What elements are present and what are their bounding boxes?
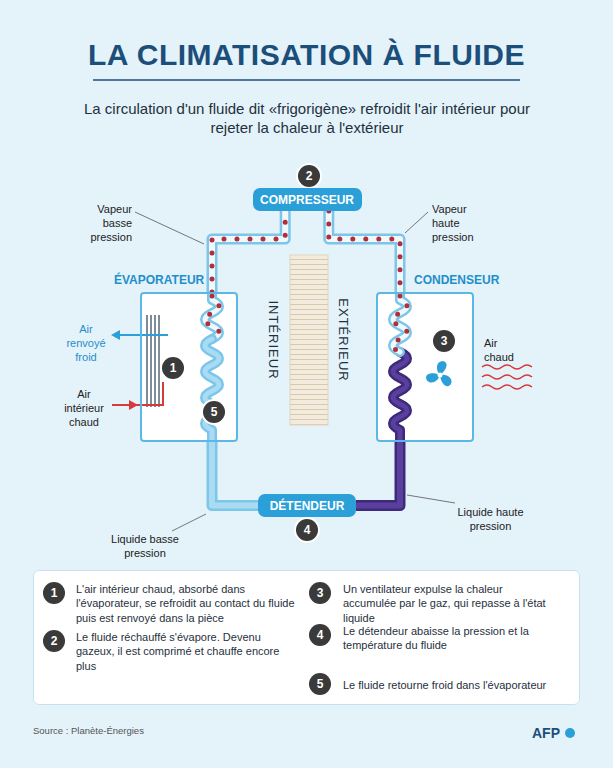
box-heading: CONDENSEUR — [414, 273, 499, 287]
callout-number: 1 — [43, 582, 65, 604]
note-text: Un ventilateur expulse la chaleur accumu… — [343, 582, 553, 625]
pipe-label: Liquide haute pression — [443, 506, 538, 534]
process-pill: COMPRESSEUR — [253, 188, 362, 211]
pipe-stroke — [212, 442, 258, 506]
refrigerant-pipe — [356, 442, 400, 506]
wall — [290, 255, 328, 425]
pipe-label: Liquide basse pression — [100, 533, 190, 561]
subtitle: La circulation d'un fluide dit «frigorig… — [82, 100, 532, 138]
notes-panel-fill — [33, 570, 580, 705]
air-label: Air renvoyé froid — [62, 323, 110, 364]
callout-number: 5 — [309, 673, 331, 695]
pipe-stroke — [212, 442, 258, 506]
pipe-stroke — [212, 211, 285, 292]
refrigerant-pipe — [212, 442, 258, 506]
refrigerant-pipe — [212, 211, 285, 292]
air-label: Air intérieur chaud — [58, 388, 110, 429]
air-label: Air chaud — [484, 337, 528, 365]
box-heading: ÉVAPORATEUR — [114, 273, 204, 287]
process-pill: DÉTENDEUR — [258, 494, 356, 517]
note-text: L'air intérieur chaud, absorbé dans l'év… — [76, 582, 296, 625]
side-label: EXTÉRIEUR — [335, 280, 351, 400]
pipe-label: Vapeur basse pression — [82, 203, 132, 244]
source-caption: Source : Planète-Énergies — [33, 725, 144, 736]
leader-line — [135, 212, 455, 531]
callout-number: 1 — [162, 357, 184, 379]
title: LA CLIMATISATION À FLUIDE — [0, 38, 613, 72]
condenser-fill — [376, 292, 474, 442]
warm-air-arrow — [112, 382, 163, 410]
callout-number: 4 — [309, 624, 331, 646]
pill-text: COMPRESSEUR — [260, 193, 354, 207]
pipe-stroke — [356, 442, 400, 506]
logo-dot — [565, 728, 575, 738]
pill-text: DÉTENDEUR — [270, 499, 345, 513]
condenser-coil — [393, 292, 407, 442]
callout-number: 5 — [203, 401, 225, 423]
exchanger-box: ÉVAPORATEUR — [140, 292, 238, 442]
callout-number: 2 — [43, 630, 65, 652]
pipe-stroke — [329, 211, 400, 292]
callout-number: 3 — [433, 330, 455, 352]
note-text: Le fluide réchauffé s'évapore. Devenu ga… — [76, 630, 296, 673]
note-text: Le fluide retourne froid dans l'évaporat… — [343, 678, 563, 692]
evaporator-fill — [140, 292, 238, 442]
title-underline — [93, 79, 520, 81]
pipe-stroke — [329, 211, 400, 292]
pipe-stroke — [329, 211, 400, 292]
heat-waves — [482, 365, 532, 389]
side-label: INTÉRIEUR — [265, 280, 281, 400]
callout-number: 2 — [298, 165, 320, 187]
callout-number: 3 — [309, 582, 331, 604]
notes-panel: L'air intérieur chaud, absorbé dans l'év… — [33, 570, 580, 705]
grille — [146, 315, 160, 407]
pipe-label: Vapeur haute pression — [432, 203, 484, 244]
logo: AFP — [532, 725, 566, 743]
callout-number: 4 — [296, 519, 318, 541]
pipe-stroke — [212, 211, 285, 292]
exchanger-box: CONDENSEUR — [376, 292, 474, 442]
refrigerant-pipe — [329, 211, 400, 292]
fan-icon — [425, 361, 454, 388]
pipe-stroke — [356, 442, 400, 506]
note-text: Le détendeur abaisse la pression et la t… — [343, 624, 553, 653]
pipe-stroke — [212, 211, 285, 292]
